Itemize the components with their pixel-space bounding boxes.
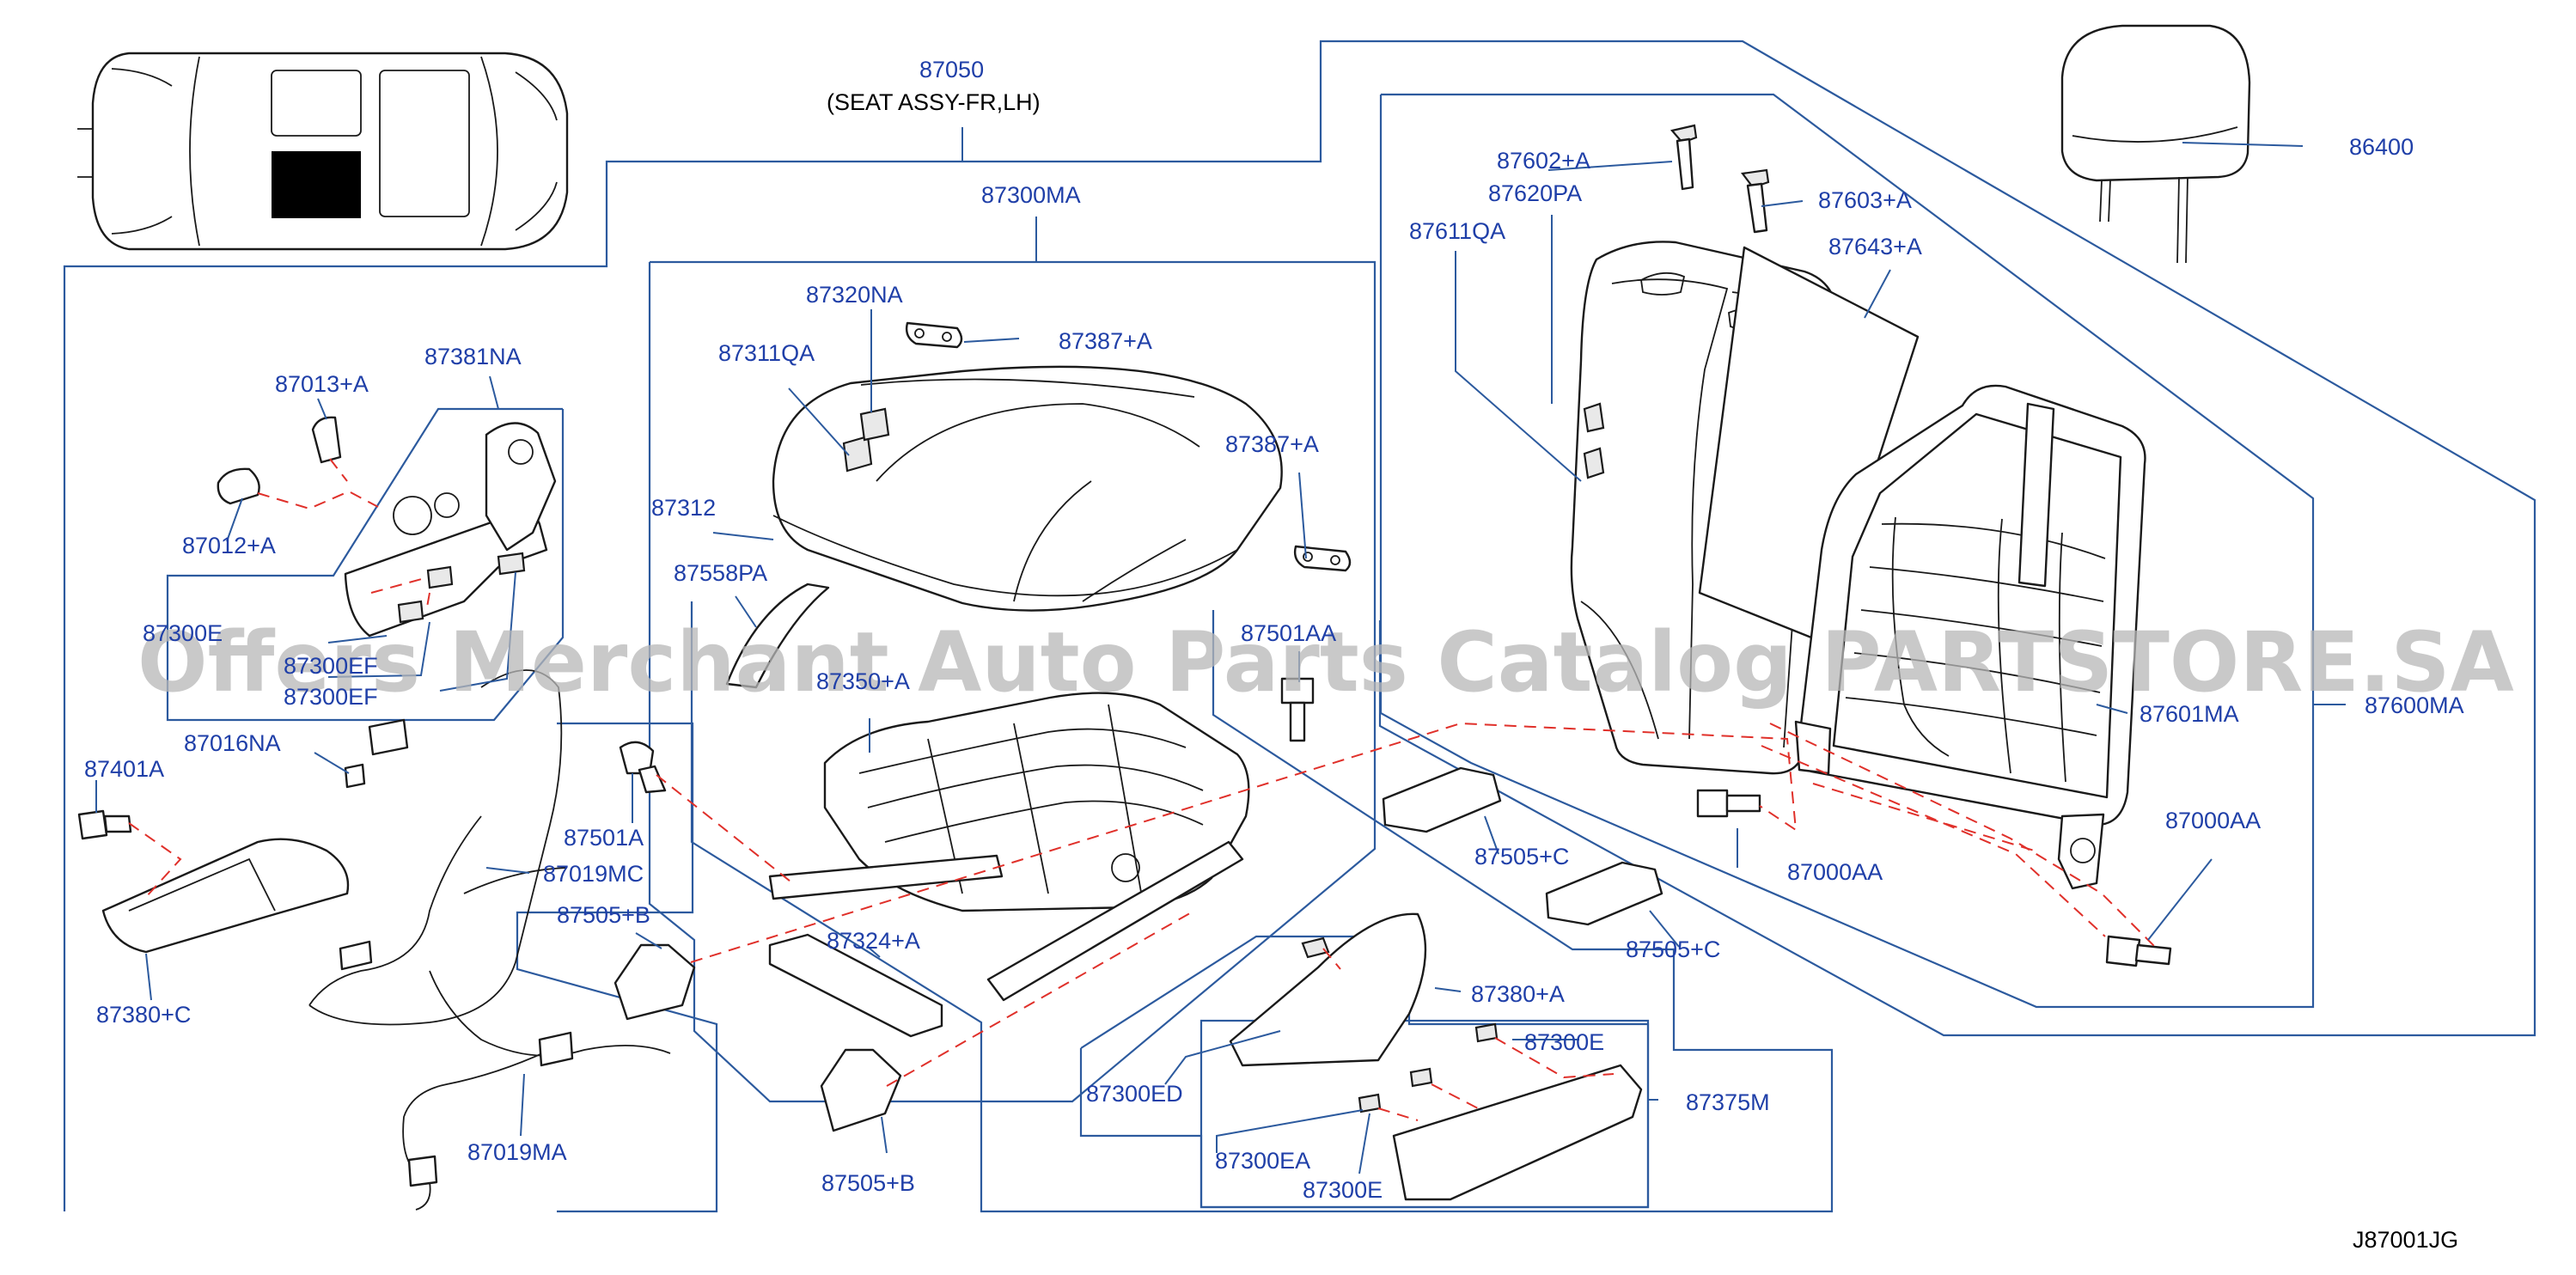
side-trim-87381NA [344, 422, 557, 638]
label-87381NA: 87381NA [424, 344, 522, 369]
clip-87300E-a [1474, 1022, 1499, 1043]
label-87505B-2: 87505+B [821, 1170, 915, 1196]
cushion-pad-87311QA [772, 365, 1283, 612]
label-86400: 86400 [2349, 134, 2414, 160]
label-87620PA: 87620PA [1488, 180, 1582, 206]
trim-87312 [772, 515, 1238, 597]
label-87300EF-1: 87300EF [284, 653, 378, 679]
assembly-boxes [63, 40, 2536, 1213]
label-87320NA: 87320NA [806, 282, 903, 308]
label-87019MC: 87019MC [543, 861, 644, 887]
headrest-86400 [2060, 24, 2251, 264]
cover-87505B-1 [613, 943, 696, 1021]
clips-87300EF [397, 552, 526, 624]
clip-87300ED [1301, 936, 1330, 959]
label-87643A: 87643+A [1828, 234, 1922, 259]
harness-box-87019MC [516, 722, 718, 1213]
label-87505C-2: 87505+C [1626, 936, 1720, 962]
cushion-frame-87350A [768, 692, 1250, 1002]
watermark: Offers Merchant Auto Parts Catalog PARTS… [137, 614, 2514, 711]
label-seat-assy-description: (SEAT ASSY-FR,LH) [827, 89, 1041, 115]
label-87375M: 87375M [1686, 1089, 1770, 1115]
assembly-outline-87050 [63, 40, 2536, 1211]
pad-87558PA [725, 583, 830, 689]
dashed-leaders [128, 458, 2158, 1121]
label-87012A: 87012+A [182, 533, 276, 558]
seatback-frame-87601MA [1794, 384, 2146, 890]
label-87380A: 87380+A [1471, 981, 1565, 1007]
label-87300E-bottom: 87300E [1303, 1177, 1383, 1203]
label-87505B-1: 87505+B [557, 902, 650, 928]
label-87601MA: 87601MA [2140, 701, 2239, 727]
bolt-87501A [619, 741, 667, 794]
label-87387A-right: 87387+A [1225, 431, 1319, 457]
highlighted-seat-position [272, 151, 361, 218]
bolt-87000AA-left [1696, 789, 1761, 818]
label-87013A: 87013+A [275, 371, 369, 397]
label-87300E-left: 87300E [143, 620, 223, 646]
trim-87380A [1229, 912, 1427, 1067]
bracket-87387A-right [1293, 545, 1352, 572]
label-87019MA: 87019MA [467, 1139, 567, 1165]
clip-87300E-b [1409, 1067, 1433, 1088]
label-87300MA: 87300MA [981, 182, 1081, 208]
knob-87013A [311, 416, 342, 464]
bolt-87501AA [1280, 677, 1315, 742]
cover-87505C-1 [1382, 766, 1502, 833]
cushion-box-87300MA [648, 260, 1377, 1103]
label-87324A: 87324+A [827, 928, 920, 954]
knob-87012A [217, 467, 260, 505]
label-87505C-1: 87505+C [1474, 844, 1569, 869]
label-87311QA: 87311QA [718, 340, 815, 366]
label-87300EA: 87300EA [1215, 1148, 1310, 1174]
cover-87505C-2 [1545, 861, 1663, 926]
wire-harness-87019MA [402, 1031, 574, 1211]
bolt-87000AA-right [2105, 935, 2172, 967]
clip-87300EA [1358, 1093, 1382, 1113]
label-87401A: 87401A [84, 756, 164, 782]
label-87300EF-2: 87300EF [284, 684, 378, 710]
part-labels: 87050 (SEAT ASSY-FR,LH) 87300MA 87320NA … [84, 57, 2464, 1253]
cover-87505B-2 [820, 1048, 902, 1132]
label-87312: 87312 [651, 495, 716, 521]
headrest-guides [1670, 124, 1770, 234]
label-87600MA: 87600MA [2365, 692, 2464, 718]
label-87602A: 87602+A [1497, 148, 1590, 174]
label-87501A: 87501A [564, 825, 644, 851]
label-87300ED: 87300ED [1086, 1081, 1183, 1107]
label-87380C: 87380+C [96, 1002, 191, 1028]
label-87000AA-right: 87000AA [2165, 808, 2261, 833]
label-87350A: 87350+A [816, 668, 910, 694]
label-87611QA: 87611QA [1409, 218, 1505, 244]
diagram-code: J87001JG [2353, 1227, 2458, 1253]
wire-harness-87019MC [308, 669, 671, 1057]
outer-assembly-edge [690, 601, 1834, 1213]
label-87300E-center: 87300E [1524, 1029, 1604, 1055]
label-87501AA: 87501AA [1241, 620, 1336, 646]
seatback-box-87600MA [1379, 93, 2315, 1009]
label-87000AA-left: 87000AA [1787, 859, 1883, 885]
connector-87016NA [344, 718, 409, 789]
trim-87380C [101, 838, 350, 954]
label-87387A-top: 87387+A [1059, 328, 1152, 354]
label-87603A: 87603+A [1818, 187, 1912, 213]
bracket-87387A-top [905, 321, 963, 349]
label-87558PA: 87558PA [674, 560, 767, 586]
trim-87375M [1392, 1064, 1643, 1201]
trim-87324A [768, 933, 943, 1038]
label-87016NA: 87016NA [184, 730, 281, 756]
box-87375M [1199, 1019, 1650, 1209]
car-location-icon [77, 52, 569, 251]
trim-box-87381NA [166, 407, 565, 722]
label-leaders [95, 127, 2346, 1174]
bolt-87401A [77, 809, 132, 840]
label-87050: 87050 [919, 57, 984, 82]
